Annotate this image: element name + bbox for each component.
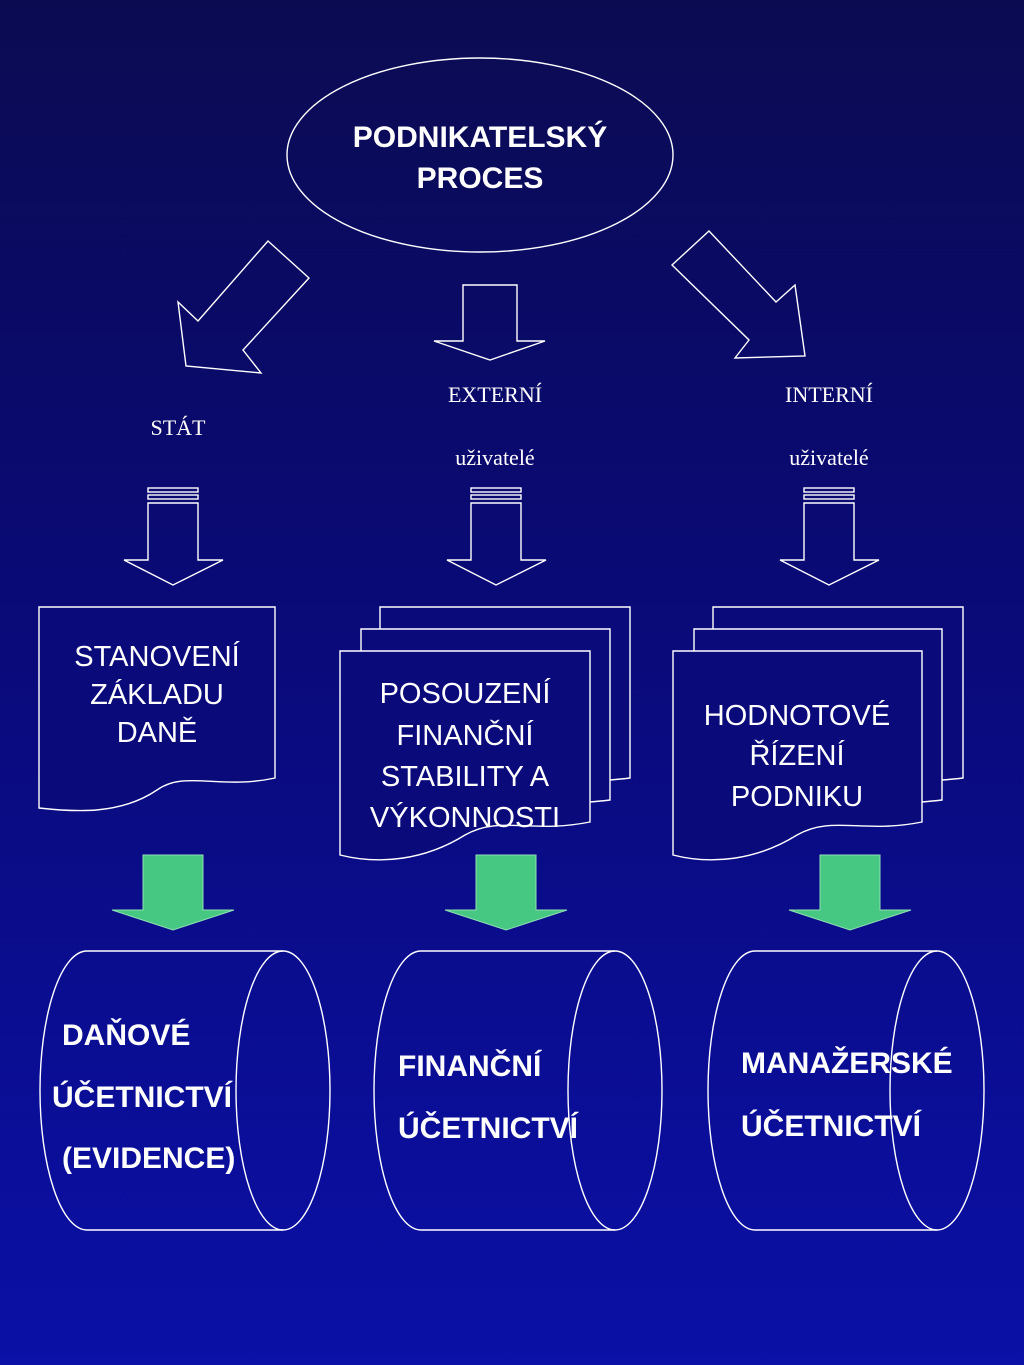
acc-tax-line3: (EVIDENCE) xyxy=(62,1142,235,1175)
arrow-to-state xyxy=(177,240,310,374)
doc-finance-line1: POSOUZENÍ xyxy=(380,677,552,710)
arrow-to-external xyxy=(433,284,546,361)
process-node: PODNIKATELSKÝ PROCES xyxy=(286,57,674,253)
acc-tax-line1: DAŇOVÉ xyxy=(62,1018,190,1052)
doc-value-line1: HODNOTOVÉ xyxy=(704,699,890,732)
cylinder-managerial-accounting: MANAŽERSKÉ ÚČETNICTVÍ xyxy=(707,950,985,1231)
document-stack-finance: POSOUZENÍ FINANČNÍ STABILITY A VÝKONNOST… xyxy=(339,606,631,861)
document-stack-value: HODNOTOVÉ ŘÍZENÍ PODNIKU xyxy=(672,606,964,861)
label-internal-line2: uživatelé xyxy=(789,445,868,470)
label-external-line1: EXTERNÍ xyxy=(448,382,542,407)
acc-tax-line2: ÚČETNICTVÍ xyxy=(52,1080,233,1114)
doc-value-line3: PODNIKU xyxy=(731,781,863,813)
striped-arrow-state xyxy=(123,487,224,586)
green-arrow-value xyxy=(788,854,912,931)
green-arrow-finance xyxy=(444,854,568,931)
document-tax-base: STANOVENÍ ZÁKLADU DANĚ xyxy=(38,606,276,812)
acc-financial-line1: FINANČNÍ xyxy=(398,1049,542,1083)
process-ellipse xyxy=(286,57,674,253)
doc-tax-line1: STANOVENÍ xyxy=(74,640,240,673)
label-internal-line1: INTERNÍ xyxy=(785,382,873,407)
doc-tax-line2: ZÁKLADU xyxy=(90,678,224,711)
process-label-line1: PODNIKATELSKÝ xyxy=(353,120,607,154)
doc-finance-line4: VÝKONNOSTI xyxy=(370,801,560,834)
green-arrow-tax xyxy=(111,854,235,931)
striped-arrow-external xyxy=(446,487,547,586)
doc-finance-line3: STABILITY A xyxy=(381,761,550,793)
label-state: STÁT xyxy=(151,415,207,440)
doc-tax-line3: DANĚ xyxy=(117,716,198,749)
acc-managerial-line1: MANAŽERSKÉ xyxy=(741,1046,953,1080)
doc-finance-line2: FINANČNÍ xyxy=(397,718,535,752)
cylinder-tax-accounting: DAŇOVÉ ÚČETNICTVÍ (EVIDENCE) xyxy=(39,950,331,1231)
doc-value-line2: ŘÍZENÍ xyxy=(749,739,845,772)
striped-arrow-internal xyxy=(779,487,880,586)
cylinder-financial-accounting: FINANČNÍ ÚČETNICTVÍ xyxy=(373,950,663,1231)
arrow-to-internal xyxy=(670,230,806,359)
label-external-line2: uživatelé xyxy=(455,445,534,470)
acc-financial-line2: ÚČETNICTVÍ xyxy=(398,1111,579,1145)
acc-managerial-line2: ÚČETNICTVÍ xyxy=(741,1109,922,1143)
process-label-line2: PROCES xyxy=(417,162,544,195)
